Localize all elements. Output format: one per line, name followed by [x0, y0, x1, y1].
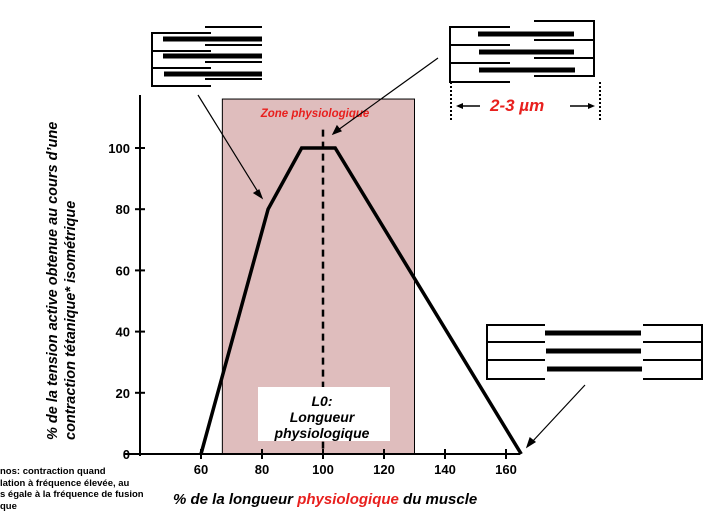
- x-tick-label: 80: [255, 462, 269, 477]
- sarcomere-optimal-icon: [449, 20, 595, 83]
- x-tick-label: 160: [495, 462, 517, 477]
- y-axis-label-line2: contraction tétanique* isométrique: [63, 201, 79, 440]
- footnote-line: s égale à la fréquence de fusion: [0, 489, 144, 500]
- footnote-line: nos: contraction quand: [0, 466, 106, 477]
- footnote-line: que: [0, 500, 17, 512]
- y-axis-label-line1: % de la tension active obtenue au cours …: [45, 122, 61, 440]
- y-tick-label: 40: [116, 325, 130, 340]
- y-tick-label: 20: [116, 386, 130, 401]
- y-tick-label: 60: [116, 263, 130, 278]
- x-axis-label-highlight: physiologique: [296, 491, 399, 508]
- footnote-line: lation à fréquence élevée, au: [0, 477, 130, 489]
- x-tick-label: 100: [312, 462, 334, 477]
- l0-label-line3: physiologique: [274, 425, 370, 441]
- scale-label: 2-3 µm: [489, 96, 544, 115]
- pointer-arrows: [197, 57, 586, 449]
- x-tick-label: 120: [373, 462, 395, 477]
- sarcomere-contracted-icon: [151, 26, 262, 87]
- y-tick-label: 0: [123, 447, 130, 462]
- x-tick-label: 60: [194, 462, 208, 477]
- l0-label-line1: L0:: [312, 393, 333, 409]
- x-axis-label-part1: % de la longueur: [173, 491, 297, 508]
- y-tick-label: 100: [108, 141, 130, 156]
- axes: 0 20 40 60 80 100 60 80 100 120 140 160: [108, 95, 520, 477]
- sarcomere-stretched-icon: [486, 324, 703, 380]
- zone-label: Zone physiologique: [260, 108, 370, 120]
- y-tick-label: 80: [116, 202, 130, 217]
- y-axis-label: % de la tension active obtenue au cours …: [45, 122, 79, 440]
- x-axis-label: % de la longueur physiologique du muscle: [173, 491, 477, 508]
- l0-label-line2: Longueur: [290, 409, 356, 425]
- l0-annotation-box: [258, 387, 390, 441]
- scale-bar: [450, 82, 601, 120]
- x-tick-label: 140: [434, 462, 456, 477]
- x-axis-label-part3: du muscle: [399, 491, 477, 508]
- tension-series-line: [199, 146, 523, 455]
